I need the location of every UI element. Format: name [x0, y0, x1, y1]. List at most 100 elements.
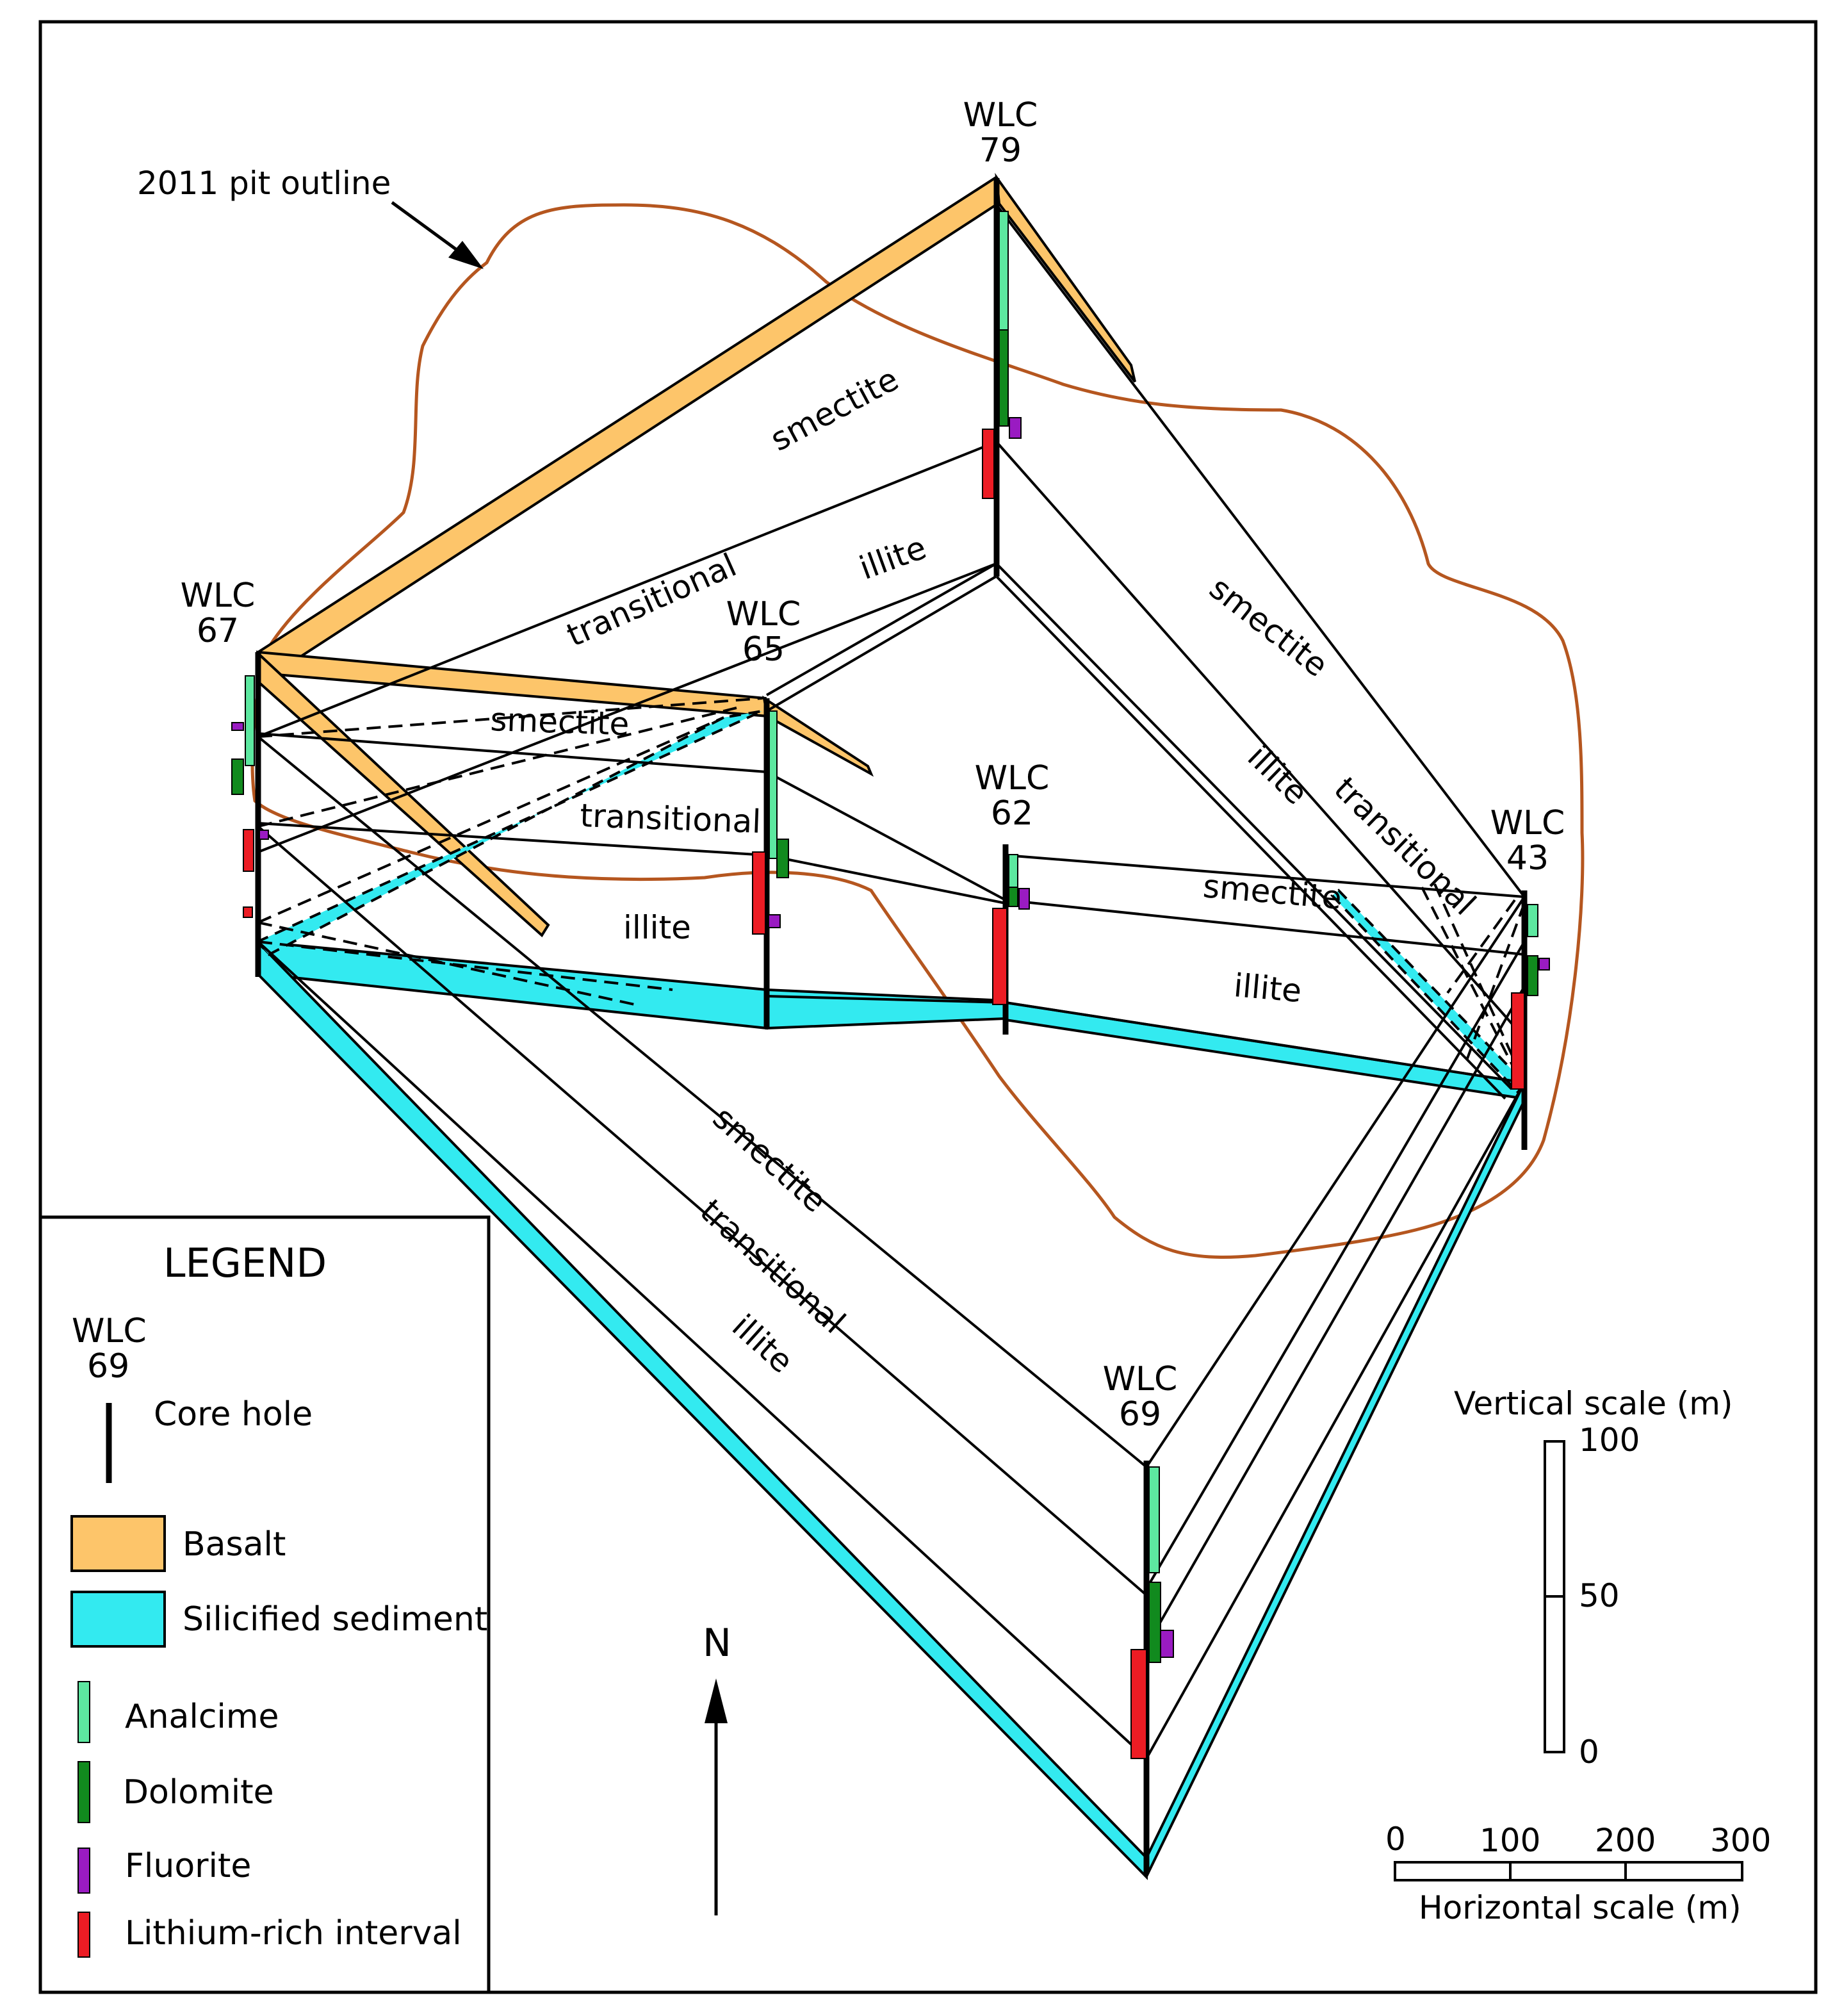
well-79-number: 79 [979, 131, 1022, 170]
pit-arrow-head [448, 241, 484, 269]
vertical-scale: Vertical scale (m) 100 50 0 [1454, 1385, 1733, 1771]
silicified-dashed-62-43 [1330, 889, 1526, 1095]
horizontal-scale-title: Horizontal scale (m) [1419, 1889, 1741, 1926]
legend-fluorite-label: Fluorite [125, 1847, 251, 1885]
legend-title: LEGEND [163, 1240, 327, 1286]
vertical-scale-tick-100: 100 [1579, 1422, 1640, 1459]
horizontal-scale-tick-100: 100 [1480, 1822, 1540, 1859]
silicified-43-69 [1145, 1082, 1526, 1879]
analcime-43 [1527, 904, 1538, 937]
dolomite-69 [1148, 1582, 1161, 1663]
horizontal-scale-tick-200: 200 [1595, 1822, 1656, 1859]
line-67-69-illite [257, 940, 1148, 1760]
fluorite-62 [1018, 888, 1030, 910]
dashed-correlation-lines [257, 697, 1526, 1083]
vertical-scale-tick-0: 0 [1579, 1733, 1599, 1771]
fluorite-43 [1538, 958, 1550, 971]
fluorite-69 [1160, 1630, 1174, 1658]
analcime-67 [245, 675, 255, 766]
dashed-43-b [1433, 883, 1526, 1083]
legend-silicified-label: Silicified sediment [183, 1600, 487, 1639]
legend-core-hole-label: Core hole [154, 1395, 313, 1434]
pit-outline [250, 203, 1585, 1259]
well-69-name: WLC [1103, 1360, 1178, 1398]
well-43-number: 43 [1506, 839, 1549, 878]
zone-transitional-67-79: transitional [561, 546, 742, 654]
legend-silicified-swatch [70, 1591, 166, 1648]
line-67-79-transitional [257, 441, 997, 738]
basalt-65-east [762, 695, 874, 777]
line-43-69-illite [1145, 1082, 1526, 1759]
pit-outline-label: 2011 pit outline [137, 165, 391, 202]
well-65-number: 65 [742, 630, 785, 669]
legend-dolomite-swatch [77, 1761, 90, 1823]
line-79-43-smectite [995, 204, 1526, 898]
vertical-scale-title: Vertical scale (m) [1454, 1385, 1733, 1422]
legend-core-name: WLC [72, 1312, 147, 1350]
line-43-69-smectite [1145, 896, 1526, 1468]
dashed-43-d [1465, 903, 1526, 1061]
fluorite-79 [1009, 417, 1022, 439]
well-67-number: 67 [197, 612, 239, 650]
legend-lithium-label: Lithium-rich interval [125, 1914, 462, 1953]
figure-frame [38, 20, 1818, 1994]
well-69-number: 69 [1119, 1395, 1161, 1434]
legend-fluorite-swatch [77, 1848, 90, 1894]
zone-smectite-67-79: smectite [764, 361, 904, 459]
dolomite-67 [231, 758, 244, 795]
line-43-69-transitional [1145, 940, 1526, 1590]
zone-smectite-62-43: smectite [1202, 867, 1343, 917]
dashed-67-65-a [257, 697, 763, 738]
line-65-79-a [766, 562, 997, 696]
lithium-67-a [243, 829, 254, 872]
analcime-79 [999, 211, 1009, 331]
line-79-43-transitional [995, 441, 1526, 1039]
lithium-69 [1130, 1649, 1147, 1759]
zone-labels: smectite transitional illite smectite tr… [490, 361, 1483, 1381]
zone-smectite-79-43: smectite [1203, 570, 1335, 684]
north-arrow-head [705, 1678, 728, 1723]
north-label: N [703, 1621, 731, 1666]
line-65-79-b [765, 575, 997, 712]
zone-illite-79-43: illite [1241, 738, 1315, 812]
analcime-65 [769, 710, 778, 859]
line-79-43-illite-a [995, 562, 1513, 1090]
dashed-67-65-c [257, 716, 724, 924]
zone-transitional-79-43: transitional [1327, 770, 1483, 922]
legend: LEGEND WLC 69 Core hole Basalt Silicifie… [38, 1215, 491, 1994]
fluorite-67-b [259, 830, 269, 840]
legend-lithium-swatch [77, 1912, 90, 1958]
well-62-name: WLC [975, 759, 1050, 798]
legend-basalt-swatch [70, 1515, 166, 1572]
fluorite-65 [768, 914, 781, 928]
lithium-43 [1511, 992, 1525, 1090]
fluorite-67-a [231, 722, 244, 731]
line-65-62-transitional [766, 854, 1006, 905]
line-43-69-a [1145, 986, 1526, 1647]
legend-core-number: 69 [87, 1347, 129, 1386]
line-65-62-illite [766, 995, 1006, 1004]
horizontal-scale-tick-300: 300 [1710, 1822, 1771, 1859]
dolomite-65 [776, 839, 789, 878]
line-62-43-transitional [1005, 899, 1525, 956]
line-67-79-illite [257, 562, 997, 853]
lithium-65 [752, 851, 766, 935]
dashed-67-62-b [257, 940, 673, 991]
lithium-67-b [243, 906, 253, 918]
line-65-62-smectite [766, 771, 1006, 901]
silicified-67-65 [256, 940, 768, 1030]
silicified-dashed-67-65 [255, 710, 763, 956]
analcime-69 [1148, 1466, 1160, 1573]
zone-illite-62-43: illite [1232, 967, 1303, 1010]
zone-transitional-67-69: transitional [693, 1192, 852, 1341]
analcime-62 [1008, 854, 1018, 890]
legend-analcime-label: Analcime [125, 1698, 279, 1736]
well-43-name: WLC [1490, 804, 1565, 842]
zone-illite-65: illite [623, 909, 691, 946]
lithium-62 [992, 908, 1007, 1005]
silicified-65-62 [765, 988, 1007, 1030]
dolomite-79 [999, 329, 1009, 427]
well-65-name: WLC [726, 595, 801, 634]
legend-dolomite-label: Dolomite [123, 1773, 274, 1812]
silicified-62-43 [1004, 1001, 1526, 1101]
